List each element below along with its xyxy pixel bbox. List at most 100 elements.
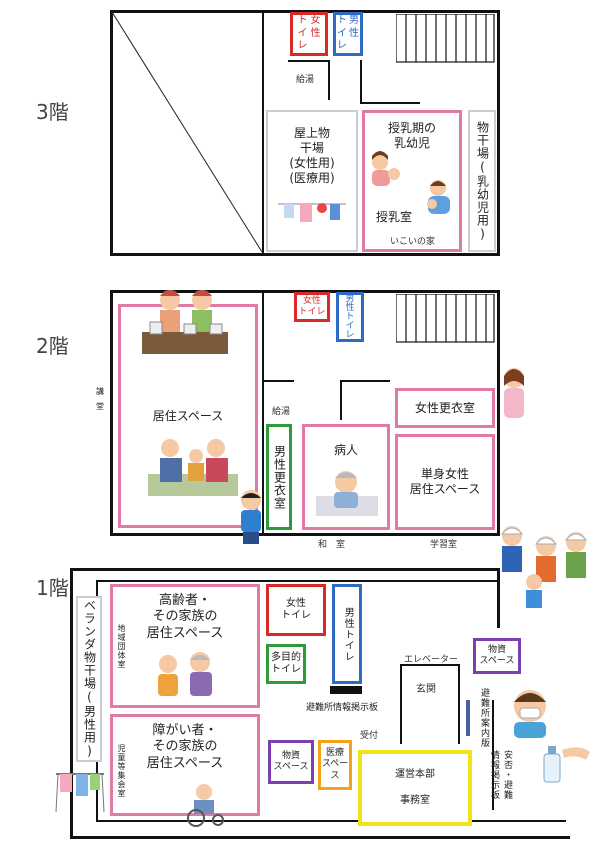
volunteer-cooking-icon (142, 290, 228, 354)
roof-void-diagonal (112, 12, 263, 253)
floor-1-label: 1階 (36, 576, 69, 600)
nursing-title: 授乳期の 乳幼児 (387, 121, 436, 150)
guide-board-marker (466, 700, 470, 736)
shelter-guide-text: 避難所案内版 (479, 688, 489, 748)
rooftop-drying-area: 屋上物 干場 (女性用) (医療用) (266, 110, 358, 252)
supplies-space-right: 物資 スペース (473, 638, 521, 674)
men-toilet-3f: ト イ レ 男 性 (333, 12, 363, 56)
wall (328, 60, 330, 100)
wall (110, 533, 500, 536)
entrance-label: 玄関 (416, 684, 436, 695)
wall (360, 60, 362, 104)
japanese-room-label: 和 室 (318, 540, 346, 550)
living-space-label: 居住スペース (152, 408, 224, 423)
women-toilet-label-a: ト イ レ (297, 15, 308, 52)
men-toilet-label-a: ト イ レ (337, 15, 347, 52)
floor-2-label: 2階 (36, 334, 69, 358)
safety-board-label: 安否・避難 情報掲示板 (489, 750, 512, 800)
infant-drying-area: 物干場(乳幼児用) (468, 110, 496, 252)
women-toilet-3f: ト イ レ 女 性 (290, 12, 328, 56)
wall (360, 102, 420, 104)
medical-space: 医療 スペース (318, 740, 352, 790)
elderly-couple-icon (158, 652, 212, 696)
shelter-guide-label: 避難所案内版 (478, 688, 491, 751)
women-toilet-1f-label: 女性 トイレ (281, 597, 311, 622)
men-toilet-2f-label: 男 性 ト イ レ (345, 293, 355, 340)
infant-drying-label: 物干場(乳幼児用) (475, 120, 490, 242)
wall (264, 380, 294, 382)
safety-board: 安否・避難 情報掲示板 (488, 750, 514, 800)
nursing-room-label: 授乳室 (376, 210, 413, 224)
evacuees-icon (500, 526, 588, 608)
wheelchair-icon (187, 784, 224, 827)
women-changing-label: 女性更衣室 (414, 400, 475, 415)
kettle-room-2f: 給湯 (272, 407, 291, 417)
wall (70, 836, 570, 839)
disabled-label: 障がい者・ その家族の 居住スペース (146, 723, 224, 771)
wall (340, 380, 390, 382)
clothes-rack-icon (55, 773, 105, 813)
wall (400, 664, 460, 666)
family-icon (148, 439, 238, 496)
laundry-icon (278, 203, 346, 222)
evac-board-marker (330, 686, 362, 694)
wall (110, 290, 500, 293)
man-figure-icon (241, 490, 261, 544)
hand-sanitizer-icon (543, 746, 590, 783)
elderly-living-space: 高齢者・ その家族の 居住スペース (110, 584, 260, 708)
women-toilet-label-b: 女 性 (310, 15, 321, 39)
community-room-text: 地域団体室 (117, 624, 126, 669)
women-toilet-1f: 女性 トイレ (266, 584, 326, 636)
women-toilet-2f: 女性 トイレ (294, 292, 330, 322)
masked-staff-icon (514, 690, 546, 738)
evac-board-label: 避難所情報掲示板 (306, 703, 379, 713)
operations-hq: 運営本部 事務室 (358, 750, 472, 826)
single-women-label: 単身女性 居住スペース (409, 467, 481, 496)
men-changing-room: 男性更衣室 (266, 424, 292, 530)
study-room-label: 学習室 (430, 540, 458, 550)
kettle-room-3f: 給湯 (296, 75, 315, 85)
men-toilet-label-b: 男 性 (349, 15, 359, 39)
stairs-icon (396, 294, 495, 343)
wall (96, 820, 566, 822)
disabled-living-space: 障がい者・ その家族の 居住スペース (110, 714, 260, 816)
elevator-label: エレベーター (404, 655, 459, 665)
medical-label: 医療 スペース (321, 748, 349, 781)
stairs-icon (396, 14, 495, 63)
mother-baby-icon (372, 151, 400, 186)
reception-label: 受付 (360, 731, 379, 741)
wall (288, 60, 328, 62)
wall (110, 10, 500, 13)
woman-figure-icon (504, 368, 524, 418)
wall (70, 568, 500, 571)
hall-side-label: 講 堂 (96, 387, 104, 412)
children-room-label: 児童等集会室 (116, 744, 127, 800)
nursing-room-sub: いこいの家 (390, 237, 436, 247)
veranda-drying-area: ベランダ物干場(男性用) (76, 596, 102, 762)
wall (110, 10, 113, 255)
rooftop-drying-label: 屋上物 干場 (女性用) (医療用) (289, 126, 335, 185)
mother-nursing-icon (427, 180, 450, 214)
wall (262, 10, 264, 255)
single-women-space: 単身女性 居住スペース (395, 434, 495, 530)
wall (110, 290, 113, 535)
wall (497, 568, 500, 628)
men-toilet-2f: 男 性 ト イ レ (336, 292, 364, 342)
wall (262, 290, 264, 535)
elderly-label: 高齢者・ その家族の 居住スペース (146, 593, 224, 641)
hq-label: 運営本部 (395, 768, 435, 780)
children-room-text: 児童等集会室 (117, 744, 126, 798)
supplies-space-left: 物資 スペース (268, 740, 314, 784)
wall (497, 10, 500, 255)
wall (458, 664, 460, 744)
women-toilet-2f-label: 女性 トイレ (298, 295, 326, 317)
women-changing-room: 女性更衣室 (395, 388, 495, 428)
multipurpose-toilet: 多目的 トイレ (266, 644, 306, 684)
wall (70, 568, 73, 838)
sick-room-label: 病人 (333, 443, 358, 457)
wall (340, 380, 342, 420)
office-label: 事務室 (400, 795, 430, 806)
wall (96, 580, 500, 582)
floor-3-label: 3階 (36, 100, 69, 124)
sick-person-icon (316, 471, 378, 516)
